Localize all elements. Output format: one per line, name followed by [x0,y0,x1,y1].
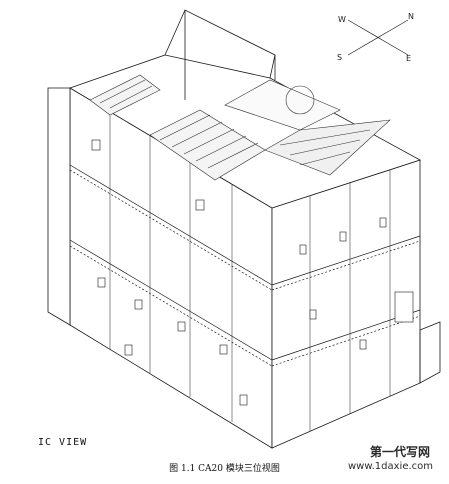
facade-openings [91,139,414,406]
right-base-step [419,321,441,384]
watermark-title: 第一代写网 [370,445,431,459]
view-label: IC VIEW [38,437,88,448]
figure-caption: 图 1.1 CA20 模块三位视图 [169,464,280,474]
building-structure [47,9,441,449]
compass-west-label: W [338,15,346,24]
watermark-url: www.1daxie.com [348,461,434,472]
roof-hatching [89,74,391,181]
compass-south-label: S [337,53,342,62]
left-base-step [47,87,71,326]
compass-rose: W N S E [337,12,414,63]
compass-east-label: E [406,54,411,63]
compass-north-label: N [408,12,414,21]
roof-hatch-circle [285,85,315,115]
